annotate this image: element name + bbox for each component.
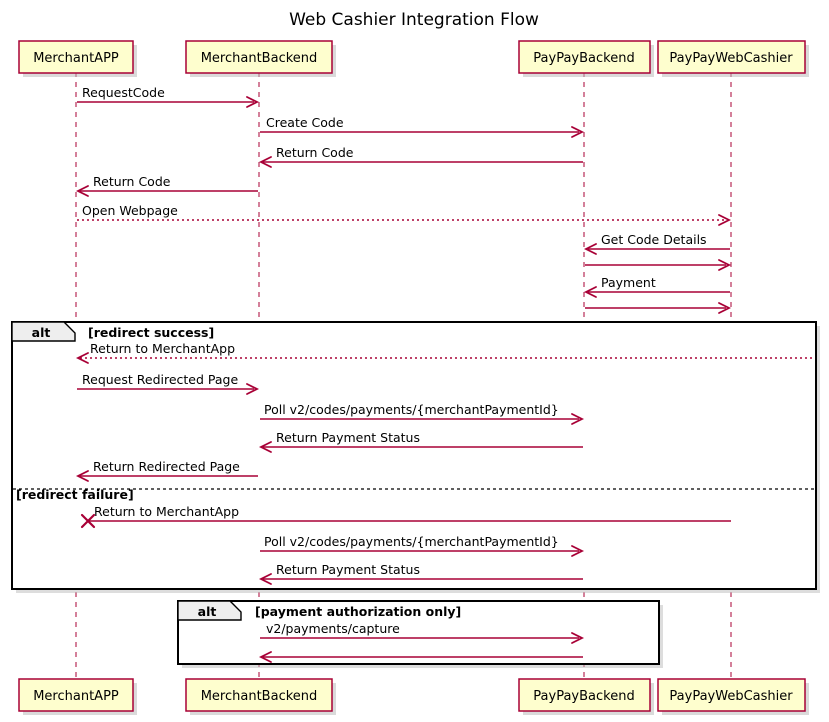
arrowhead-right-icon: [718, 302, 732, 314]
participant-label: PayPayBackend: [533, 689, 634, 704]
participant-label: MerchantAPP: [33, 689, 119, 704]
frame-condition-label-capture: [payment authorization only]: [255, 604, 461, 619]
message-payments-capture-reply: [258, 651, 583, 663]
message-label: Return to MerchantApp: [90, 341, 235, 356]
participant-box: [518, 40, 651, 74]
lost-message-cross-icon: [80, 513, 96, 529]
arrowhead-left-icon: [75, 185, 89, 197]
participant-box: [18, 40, 134, 74]
arrowhead-left-icon: [583, 286, 597, 298]
message-label: Get Code Details: [601, 232, 707, 247]
message-payment: Payment: [583, 275, 730, 298]
arrowhead-left-icon: [258, 573, 272, 585]
participants-bottom: MerchantAPP MerchantBackend PayPayBacken…: [18, 678, 809, 715]
message-return-payment-status-success: Return Payment Status: [258, 430, 583, 453]
frame-operator-tab: [177, 600, 242, 621]
arrowhead-left-icon: [583, 243, 597, 255]
message-label: Return Code: [93, 174, 171, 189]
message-label: RequestCode: [82, 85, 165, 100]
message-label: v2/payments/capture: [266, 621, 400, 636]
message-payments-capture: v2/payments/capture: [260, 621, 585, 644]
message-return-to-merchantapp-success: Return to MerchantApp: [75, 341, 815, 364]
message-label: Return Payment Status: [276, 430, 420, 445]
participants-top: MerchantAPP MerchantBackend PayPayBacken…: [18, 40, 809, 77]
participant-label: MerchantBackend: [201, 51, 318, 66]
frame-alt-capture: alt [payment authorization only]: [177, 600, 663, 668]
page-title: Web Cashier Integration Flow: [289, 10, 539, 30]
arrowhead-left-icon: [75, 470, 89, 482]
frame-operator-label: alt: [32, 325, 51, 340]
frame-operator-label: alt: [198, 604, 217, 619]
arrowhead-right-icon: [246, 96, 260, 108]
message-return-to-merchantapp-failure: Return to MerchantApp: [80, 504, 731, 529]
participant-merchant-app-bottom[interactable]: MerchantAPP: [18, 678, 137, 715]
message-return-redirected-page: Return Redirected Page: [75, 459, 258, 482]
frame-condition-label-success: [redirect success]: [88, 325, 214, 340]
message-get-code-details: Get Code Details: [583, 232, 730, 255]
participant-box: [518, 678, 651, 712]
participant-merchant-backend-top[interactable]: MerchantBackend: [185, 40, 336, 77]
participant-box: [657, 40, 806, 74]
participant-paypay-backend-bottom[interactable]: PayPayBackend: [518, 678, 654, 715]
arrowhead-right-icon: [246, 383, 260, 395]
participant-label: MerchantBackend: [201, 689, 318, 704]
participant-box: [185, 678, 333, 712]
participant-paypay-web-cashier-top[interactable]: PayPayWebCashier: [657, 40, 809, 77]
message-label: Open Webpage: [82, 203, 178, 218]
arrowhead-right-icon: [571, 413, 585, 425]
message-label: Payment: [601, 275, 656, 290]
message-open-webpage: Open Webpage: [77, 203, 732, 226]
message-return-payment-status-failure: Return Payment Status: [258, 562, 583, 585]
arrowhead-right-icon: [571, 126, 585, 138]
arrowhead-right-icon: [571, 545, 585, 557]
message-label: Return Payment Status: [276, 562, 420, 577]
message-create-code: Create Code: [260, 115, 585, 138]
message-label: Request Redirected Page: [82, 372, 238, 387]
message-return-code-app: Return Code: [75, 174, 258, 197]
participant-merchant-backend-bottom[interactable]: MerchantBackend: [185, 678, 336, 715]
message-label: Return Redirected Page: [93, 459, 240, 474]
participant-paypay-web-cashier-bottom[interactable]: PayPayWebCashier: [657, 678, 809, 715]
participant-label: PayPayWebCashier: [669, 689, 793, 704]
message-return-code-backend: Return Code: [258, 145, 583, 168]
participant-box: [657, 678, 806, 712]
message-label: Return to MerchantApp: [94, 504, 239, 519]
participant-box: [185, 40, 333, 74]
frame-condition-label-failure: [redirect failure]: [16, 487, 134, 502]
arrowhead-right-icon: [718, 214, 732, 226]
participant-box: [18, 678, 134, 712]
arrowhead-left-icon: [75, 352, 89, 364]
participant-merchant-app-top[interactable]: MerchantAPP: [18, 40, 137, 77]
message-label: Create Code: [266, 115, 344, 130]
message-payment-reply: [585, 302, 732, 314]
message-label: Poll v2/codes/payments/{merchantPaymentI…: [264, 534, 559, 549]
message-poll-payment-status-success: Poll v2/codes/payments/{merchantPaymentI…: [260, 402, 585, 425]
frame-border: [177, 600, 660, 665]
arrowhead-left-icon: [258, 156, 272, 168]
arrowhead-left-icon: [258, 651, 272, 663]
message-poll-payment-status-failure: Poll v2/codes/payments/{merchantPaymentI…: [260, 534, 585, 557]
participant-paypay-backend-top[interactable]: PayPayBackend: [518, 40, 654, 77]
arrowhead-left-icon: [258, 441, 272, 453]
participant-label: MerchantAPP: [33, 51, 119, 66]
messages-group: RequestCode Create Code Return Code Retu…: [75, 85, 815, 663]
participant-label: PayPayWebCashier: [669, 51, 793, 66]
participant-label: PayPayBackend: [533, 51, 634, 66]
message-requestcode: RequestCode: [77, 85, 260, 108]
arrowhead-right-icon: [718, 259, 732, 271]
frame-border: [11, 321, 817, 590]
message-code-details-reply: [585, 259, 732, 271]
arrowhead-right-icon: [571, 632, 585, 644]
message-label: Poll v2/codes/payments/{merchantPaymentI…: [264, 402, 559, 417]
frame-operator-tab: [11, 321, 76, 342]
frame-alt-redirect: alt [redirect success] [redirect failure…: [11, 321, 820, 593]
message-label: Return Code: [276, 145, 354, 160]
message-request-redirected-page: Request Redirected Page: [77, 372, 260, 395]
